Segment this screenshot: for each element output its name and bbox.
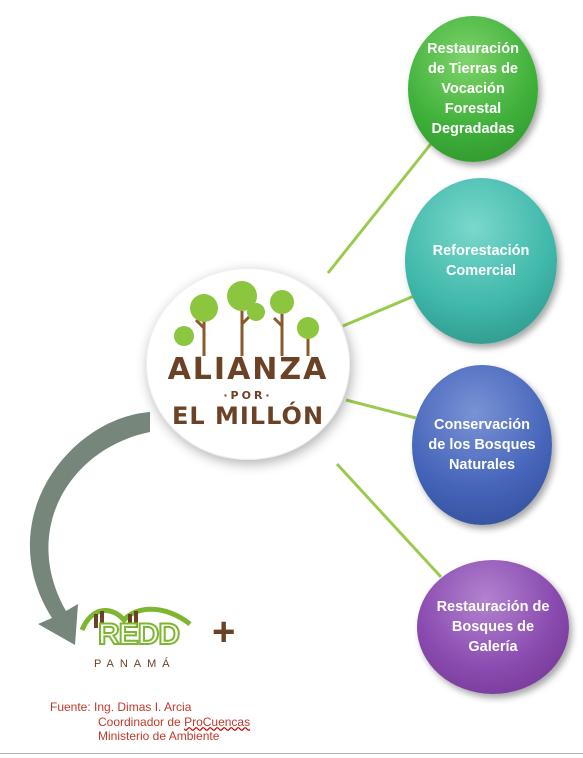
source-line-2-emph: ProCuencas bbox=[184, 714, 251, 729]
connector-to-node-2 bbox=[342, 294, 415, 328]
source-line-1: Fuente: Ing. Dimas I. Arcia bbox=[50, 700, 192, 714]
connector-to-node-3 bbox=[345, 398, 417, 420]
curved-arrow bbox=[29, 412, 150, 645]
node-conservacion-bosques: Conservación de los Bosques Naturales bbox=[412, 365, 552, 525]
node-4-label: Restauración de Bosques de Galería bbox=[436, 599, 550, 655]
connector-to-node-1 bbox=[326, 139, 436, 274]
source-citation: Fuente: Ing. Dimas I. Arcia Coordinador … bbox=[50, 700, 250, 744]
hub-word-alianza: ALIANZA bbox=[167, 352, 329, 387]
hands-icon bbox=[79, 606, 192, 632]
redd-logo-plus: + bbox=[212, 610, 236, 654]
redd-logo-word: REDD bbox=[97, 617, 181, 652]
hub-alianza-logo: ALIANZA ·POR· EL MILLÓN bbox=[146, 268, 350, 460]
redd-panama-logo: REDD + PANAMÁ bbox=[72, 602, 252, 674]
connector-to-node-4 bbox=[335, 462, 443, 579]
node-restauracion-tierras: Restauración de Tierras de Vocación Fore… bbox=[408, 16, 538, 162]
node-2-label: Reforestación Comercial bbox=[432, 243, 530, 279]
source-line-3: Ministerio de Ambiente bbox=[98, 729, 220, 743]
node-restauracion-galeria: Restauración de Bosques de Galería bbox=[417, 560, 569, 694]
bottom-divider bbox=[0, 753, 583, 754]
source-line-2: Coordinador de ProCuencas bbox=[50, 715, 250, 730]
node-reforestacion-comercial: Reforestación Comercial bbox=[405, 178, 557, 344]
source-line-2-prefix: Coordinador de bbox=[98, 714, 185, 729]
node-1-label: Restauración de Tierras de Vocación Fore… bbox=[427, 41, 519, 137]
hub-word-el-millon: EL MILLÓN bbox=[171, 402, 325, 430]
node-3-label: Conservación de los Bosques Naturales bbox=[428, 417, 536, 473]
hub-word-por: ·POR· bbox=[223, 389, 273, 402]
redd-logo-subtitle: PANAMÁ bbox=[94, 658, 176, 670]
trees-icon bbox=[174, 281, 319, 356]
